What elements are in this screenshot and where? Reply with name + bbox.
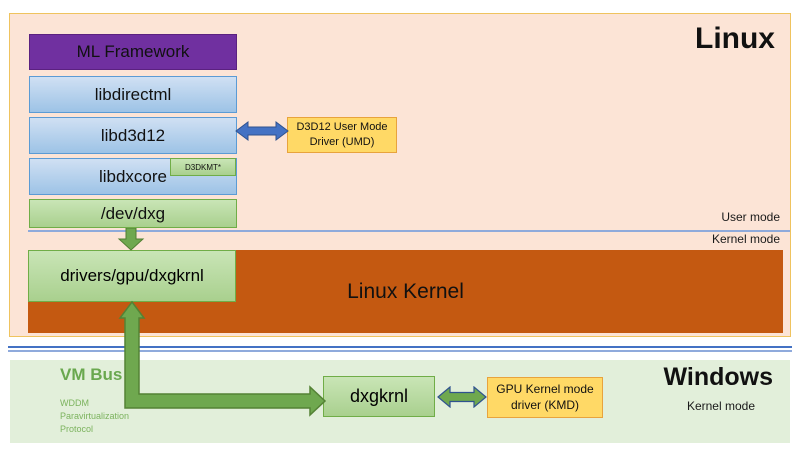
dxgkrnl-label: dxgkrnl bbox=[349, 386, 409, 406]
d3d12-umd-label: D3D12 User Mode Driver (UMD) bbox=[296, 121, 388, 148]
libdirectml-box: libdirectml bbox=[29, 76, 237, 113]
libd3d12-umd-arrow-icon bbox=[235, 121, 289, 141]
vm-bus-line-wddm: WDDM bbox=[60, 398, 89, 408]
linux-panel-title: Linux bbox=[695, 22, 775, 55]
kernel-mode-label: Kernel mode bbox=[711, 232, 780, 246]
user-kernel-divider bbox=[28, 230, 790, 232]
libd3d12-label: libd3d12 bbox=[100, 125, 166, 145]
dev-dxg-box: /dev/dxg bbox=[29, 199, 237, 228]
user-mode-label: User mode bbox=[721, 210, 780, 224]
ml-framework-box: ML Framework bbox=[29, 34, 237, 70]
linux-kernel-label: Linux Kernel bbox=[347, 279, 464, 303]
dxgkrnl-box: dxgkrnl bbox=[323, 376, 435, 417]
dxgkrnl-kmd-arrow-icon bbox=[437, 386, 487, 408]
d3dkmt-box: D3DKMT* bbox=[170, 158, 236, 176]
vmbus-elbow-arrow-icon bbox=[118, 300, 327, 417]
section-separator-line-light bbox=[8, 350, 792, 352]
drivers-gpu-dxgkrnl-label: drivers/gpu/dxgkrnl bbox=[60, 266, 204, 285]
vm-bus-protocol-lines: WDDM Paravirtualization Protocol bbox=[60, 397, 129, 436]
vm-bus-title: VM Bus bbox=[60, 365, 123, 384]
dev-dxg-label: /dev/dxg bbox=[100, 203, 166, 223]
d3d12-umd-box: D3D12 User Mode Driver (UMD) bbox=[287, 117, 397, 153]
devdxg-to-drivers-arrow-icon bbox=[117, 228, 145, 251]
libd3d12-box: libd3d12 bbox=[29, 117, 237, 154]
libdirectml-label: libdirectml bbox=[94, 84, 172, 104]
windows-panel-title: Windows bbox=[663, 363, 774, 391]
drivers-gpu-dxgkrnl-box: drivers/gpu/dxgkrnl bbox=[28, 250, 236, 302]
gpu-kmd-label: GPU Kernel mode driver (KMD) bbox=[496, 381, 594, 412]
libdxcore-label: libdxcore bbox=[98, 166, 168, 186]
ml-framework-label: ML Framework bbox=[76, 42, 190, 61]
d3dkmt-label: D3DKMT* bbox=[184, 162, 221, 172]
gpu-kmd-box: GPU Kernel mode driver (KMD) bbox=[487, 377, 603, 418]
section-separator-line-dark bbox=[8, 346, 792, 348]
vm-bus-line-protocol: Protocol bbox=[60, 424, 94, 434]
vm-bus-line-paravirtualization: Paravirtualization bbox=[60, 411, 130, 421]
windows-kernel-mode-label: Kernel mode bbox=[686, 399, 755, 413]
